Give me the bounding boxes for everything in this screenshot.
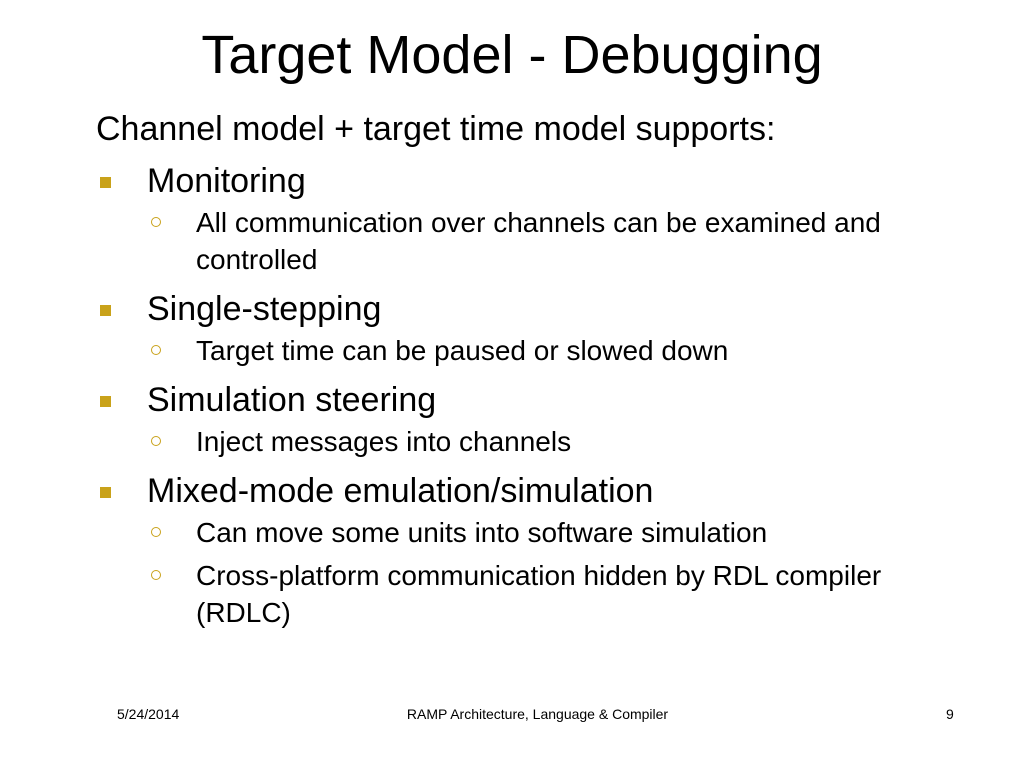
sub-bullet-item: Target time can be paused or slowed down (96, 332, 976, 369)
bullet-item: Mixed-mode emulation/simulation (96, 468, 976, 514)
bullet-text: Mixed-mode emulation/simulation (147, 472, 654, 510)
sub-bullet-text: Inject messages into channels (196, 426, 572, 457)
sub-bullet-item: Cross-platform communication hidden by R… (96, 557, 976, 631)
circle-bullet-icon (151, 527, 161, 537)
sub-bullet-text: Target time can be paused or slowed down (196, 335, 729, 366)
square-bullet-icon (100, 177, 111, 188)
circle-bullet-icon (151, 436, 161, 446)
bullet-text: Single-stepping (147, 290, 382, 328)
slide-title: Target Model - Debugging (201, 25, 823, 85)
circle-bullet-icon (151, 345, 161, 355)
bullet-group-simulation-steering: Simulation steering Inject messages into… (96, 377, 976, 460)
square-bullet-icon (100, 487, 111, 498)
sub-bullet-text: Cross-platform communication hidden by R… (196, 560, 882, 628)
sub-bullet-text: Can move some units into software simula… (196, 517, 768, 548)
bullet-text: Monitoring (147, 162, 306, 200)
bullet-group-monitoring: Monitoring All communication over channe… (96, 158, 976, 278)
sub-bullet-text: All communication over channels can be e… (196, 207, 881, 275)
circle-bullet-icon (151, 570, 161, 580)
sub-bullet-item: All communication over channels can be e… (96, 204, 976, 278)
page-number: 9 (946, 706, 954, 722)
bullet-text: Simulation steering (147, 381, 437, 419)
circle-bullet-icon (151, 217, 161, 227)
bullet-list: Monitoring All communication over channe… (96, 158, 976, 639)
sub-bullet-item: Inject messages into channels (96, 423, 976, 460)
bullet-group-mixed-mode: Mixed-mode emulation/simulation Can move… (96, 468, 976, 631)
bullet-group-single-stepping: Single-stepping Target time can be pause… (96, 286, 976, 369)
bullet-item: Simulation steering (96, 377, 976, 423)
square-bullet-icon (100, 305, 111, 316)
footer-date: 5/24/2014 (117, 706, 180, 722)
sub-bullet-item: Can move some units into software simula… (96, 514, 976, 551)
footer-title: RAMP Architecture, Language & Compiler (406, 706, 669, 722)
bullet-item: Single-stepping (96, 286, 976, 332)
intro-text: Channel model + target time model suppor… (96, 110, 776, 148)
square-bullet-icon (100, 396, 111, 407)
bullet-item: Monitoring (96, 158, 976, 204)
